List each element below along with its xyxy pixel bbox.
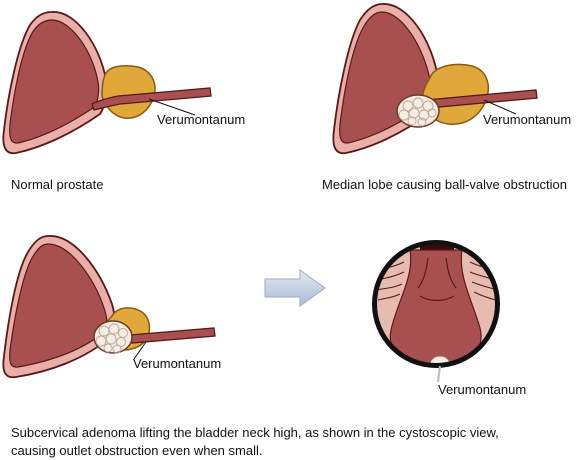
bladder-neck-lumen — [420, 244, 454, 254]
verumontanum-leader — [437, 365, 441, 383]
normal-prostate-panel: Verumontanum — [0, 0, 260, 160]
caption-line-1: Subcervical adenoma lifting the bladder … — [11, 425, 499, 440]
verumontanum-leader — [148, 98, 196, 116]
bladder-lumen — [9, 243, 108, 368]
subcervical-adenoma-caption: Subcervical adenoma lifting the bladder … — [11, 424, 576, 460]
median-lobe-diagram — [332, 3, 538, 155]
elevated-bladder-neck — [389, 249, 482, 364]
urethra — [91, 87, 212, 111]
verumontanum-leader — [483, 99, 517, 115]
verumontanum-label: Verumontanum — [483, 112, 572, 127]
normal-prostate-caption: Normal prostate — [11, 177, 104, 192]
verumontanum-leader — [133, 341, 147, 360]
cystoscopic-view-diagram — [372, 240, 500, 383]
subcervical-adenoma-diagram — [2, 235, 216, 379]
verumontanum-label: Verumontanum — [438, 382, 527, 397]
right-arrow-icon — [262, 268, 328, 308]
prostate-gland — [101, 65, 156, 119]
subcervical-adenoma — [93, 320, 133, 354]
verumontanum-label: Verumontanum — [157, 112, 246, 127]
cystoscopic-view-panel: Verumontanum — [370, 236, 526, 397]
verumontanum-bump — [429, 355, 451, 364]
median-lobe-panel: Verumontanum — [330, 0, 582, 160]
bladder-lumen — [9, 19, 100, 144]
normal-prostate-diagram — [2, 11, 212, 155]
subcervical-adenoma-panel: Verumontanum — [0, 232, 250, 392]
caption-line-2: causing outlet obstruction even when sma… — [11, 443, 263, 458]
median-lobe-adenoma — [396, 94, 440, 128]
median-lobe-caption: Median lobe causing ball-valve obstructi… — [322, 177, 567, 192]
verumontanum-label: Verumontanum — [133, 356, 222, 371]
